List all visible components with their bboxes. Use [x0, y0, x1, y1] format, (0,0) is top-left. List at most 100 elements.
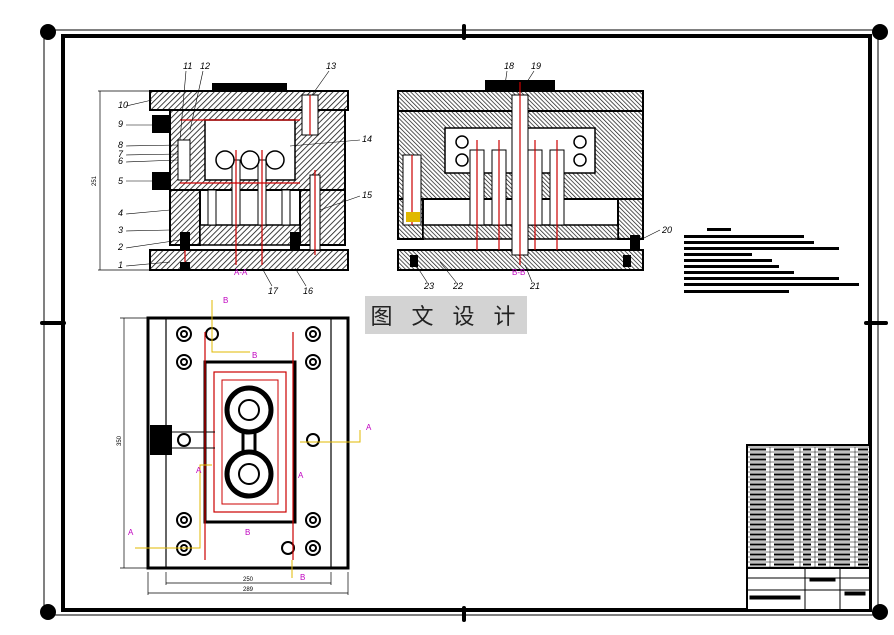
marker-a-mid2: A	[298, 471, 304, 480]
bom-cell	[750, 478, 766, 481]
bom-cell	[858, 448, 868, 451]
marker-a-left: A	[128, 528, 134, 537]
bom-cell	[858, 538, 868, 541]
bom-cell	[750, 563, 766, 566]
bom-cell	[803, 483, 811, 486]
bom-cell	[834, 533, 850, 536]
bom-cell	[818, 523, 826, 526]
bom-cell	[834, 518, 850, 521]
bom-cell	[834, 458, 850, 461]
bom-cell	[750, 458, 766, 461]
bom-cell	[750, 488, 766, 491]
bom-cell	[834, 448, 850, 451]
bom-cell	[750, 553, 766, 556]
bom-cell	[818, 528, 826, 531]
watermark: 图 文 设 计	[365, 296, 527, 334]
callout-16: 16	[303, 286, 313, 296]
section-view-aa	[98, 83, 349, 271]
callout-1: 1	[118, 260, 123, 270]
sheet-frame	[40, 24, 888, 622]
marker-b-bottom: B	[300, 573, 305, 582]
bom-cell	[803, 458, 811, 461]
bom-cell	[818, 473, 826, 476]
bom-cell	[750, 543, 766, 546]
bom-cell	[858, 453, 868, 456]
bom-cell	[774, 478, 794, 481]
bom-cell	[858, 558, 868, 561]
bom-cell	[834, 483, 850, 486]
bom-cell	[774, 483, 794, 486]
bom-cell	[858, 493, 868, 496]
section-title-bb: B-B	[512, 268, 525, 277]
bom-cell	[803, 448, 811, 451]
bom-cell	[774, 498, 794, 501]
callout-10: 10	[118, 100, 128, 110]
bom-cell	[858, 473, 868, 476]
bom-table	[746, 446, 871, 568]
bom-cell	[774, 468, 794, 471]
callout-13: 13	[326, 61, 336, 71]
bom-cell	[750, 448, 766, 451]
bom-cell	[774, 458, 794, 461]
bom-cell	[803, 553, 811, 556]
bom-cell	[750, 493, 766, 496]
bom-cell	[818, 518, 826, 521]
bom-cell	[834, 553, 850, 556]
bom-cell	[774, 533, 794, 536]
bom-cell	[818, 563, 826, 566]
bom-cell	[834, 548, 850, 551]
bom-cell	[750, 473, 766, 476]
bom-cell	[834, 558, 850, 561]
dim-height-left: 251	[92, 175, 98, 186]
section-titles: A-A B-B B B A A B A A B	[128, 268, 525, 582]
bom-cell	[818, 548, 826, 551]
technical-notes	[684, 228, 859, 293]
bom-cell	[803, 478, 811, 481]
bom-cell	[750, 453, 766, 456]
bom-cell	[774, 543, 794, 546]
bom-cell	[858, 503, 868, 506]
bom-cell	[818, 503, 826, 506]
bom-cell	[750, 528, 766, 531]
bom-cell	[774, 463, 794, 466]
bom-cell	[803, 523, 811, 526]
bom-cell	[834, 468, 850, 471]
bom-cell	[858, 528, 868, 531]
dimension-labels: 251 350 250 289	[92, 175, 254, 593]
bom-cell	[774, 548, 794, 551]
bom-cell	[834, 503, 850, 506]
bom-cell	[774, 448, 794, 451]
marker-b-mid: B	[252, 351, 257, 360]
dim-width-inner: 250	[243, 577, 254, 583]
bom-cell	[818, 538, 826, 541]
callout-17: 17	[268, 286, 279, 296]
bom-cell	[818, 458, 826, 461]
bom-cell	[834, 478, 850, 481]
bom-cell	[818, 493, 826, 496]
callout-11: 11	[183, 61, 192, 71]
callout-2: 2	[117, 242, 123, 252]
bom-cell	[750, 558, 766, 561]
bom-cell	[834, 473, 850, 476]
bom-cell	[818, 553, 826, 556]
section-view-bb	[397, 80, 644, 271]
drawing-labels: 1 2 3 4 5 6 7 8 9 10 11 12 13 14 15 16 1…	[117, 61, 672, 296]
callout-leaders	[125, 70, 661, 287]
bom-cell	[818, 543, 826, 546]
bom-cell	[834, 453, 850, 456]
callout-12: 12	[200, 61, 210, 71]
bom-cell	[774, 488, 794, 491]
callout-6: 6	[118, 156, 123, 166]
bom-cell	[774, 558, 794, 561]
bom-cell	[858, 478, 868, 481]
bom-cell	[818, 463, 826, 466]
bom-cell	[774, 513, 794, 516]
bom-cell	[818, 468, 826, 471]
bom-cell	[818, 513, 826, 516]
bom-cell	[750, 483, 766, 486]
bom-cell	[750, 538, 766, 541]
bom-cell	[818, 533, 826, 536]
bom-cell	[803, 528, 811, 531]
